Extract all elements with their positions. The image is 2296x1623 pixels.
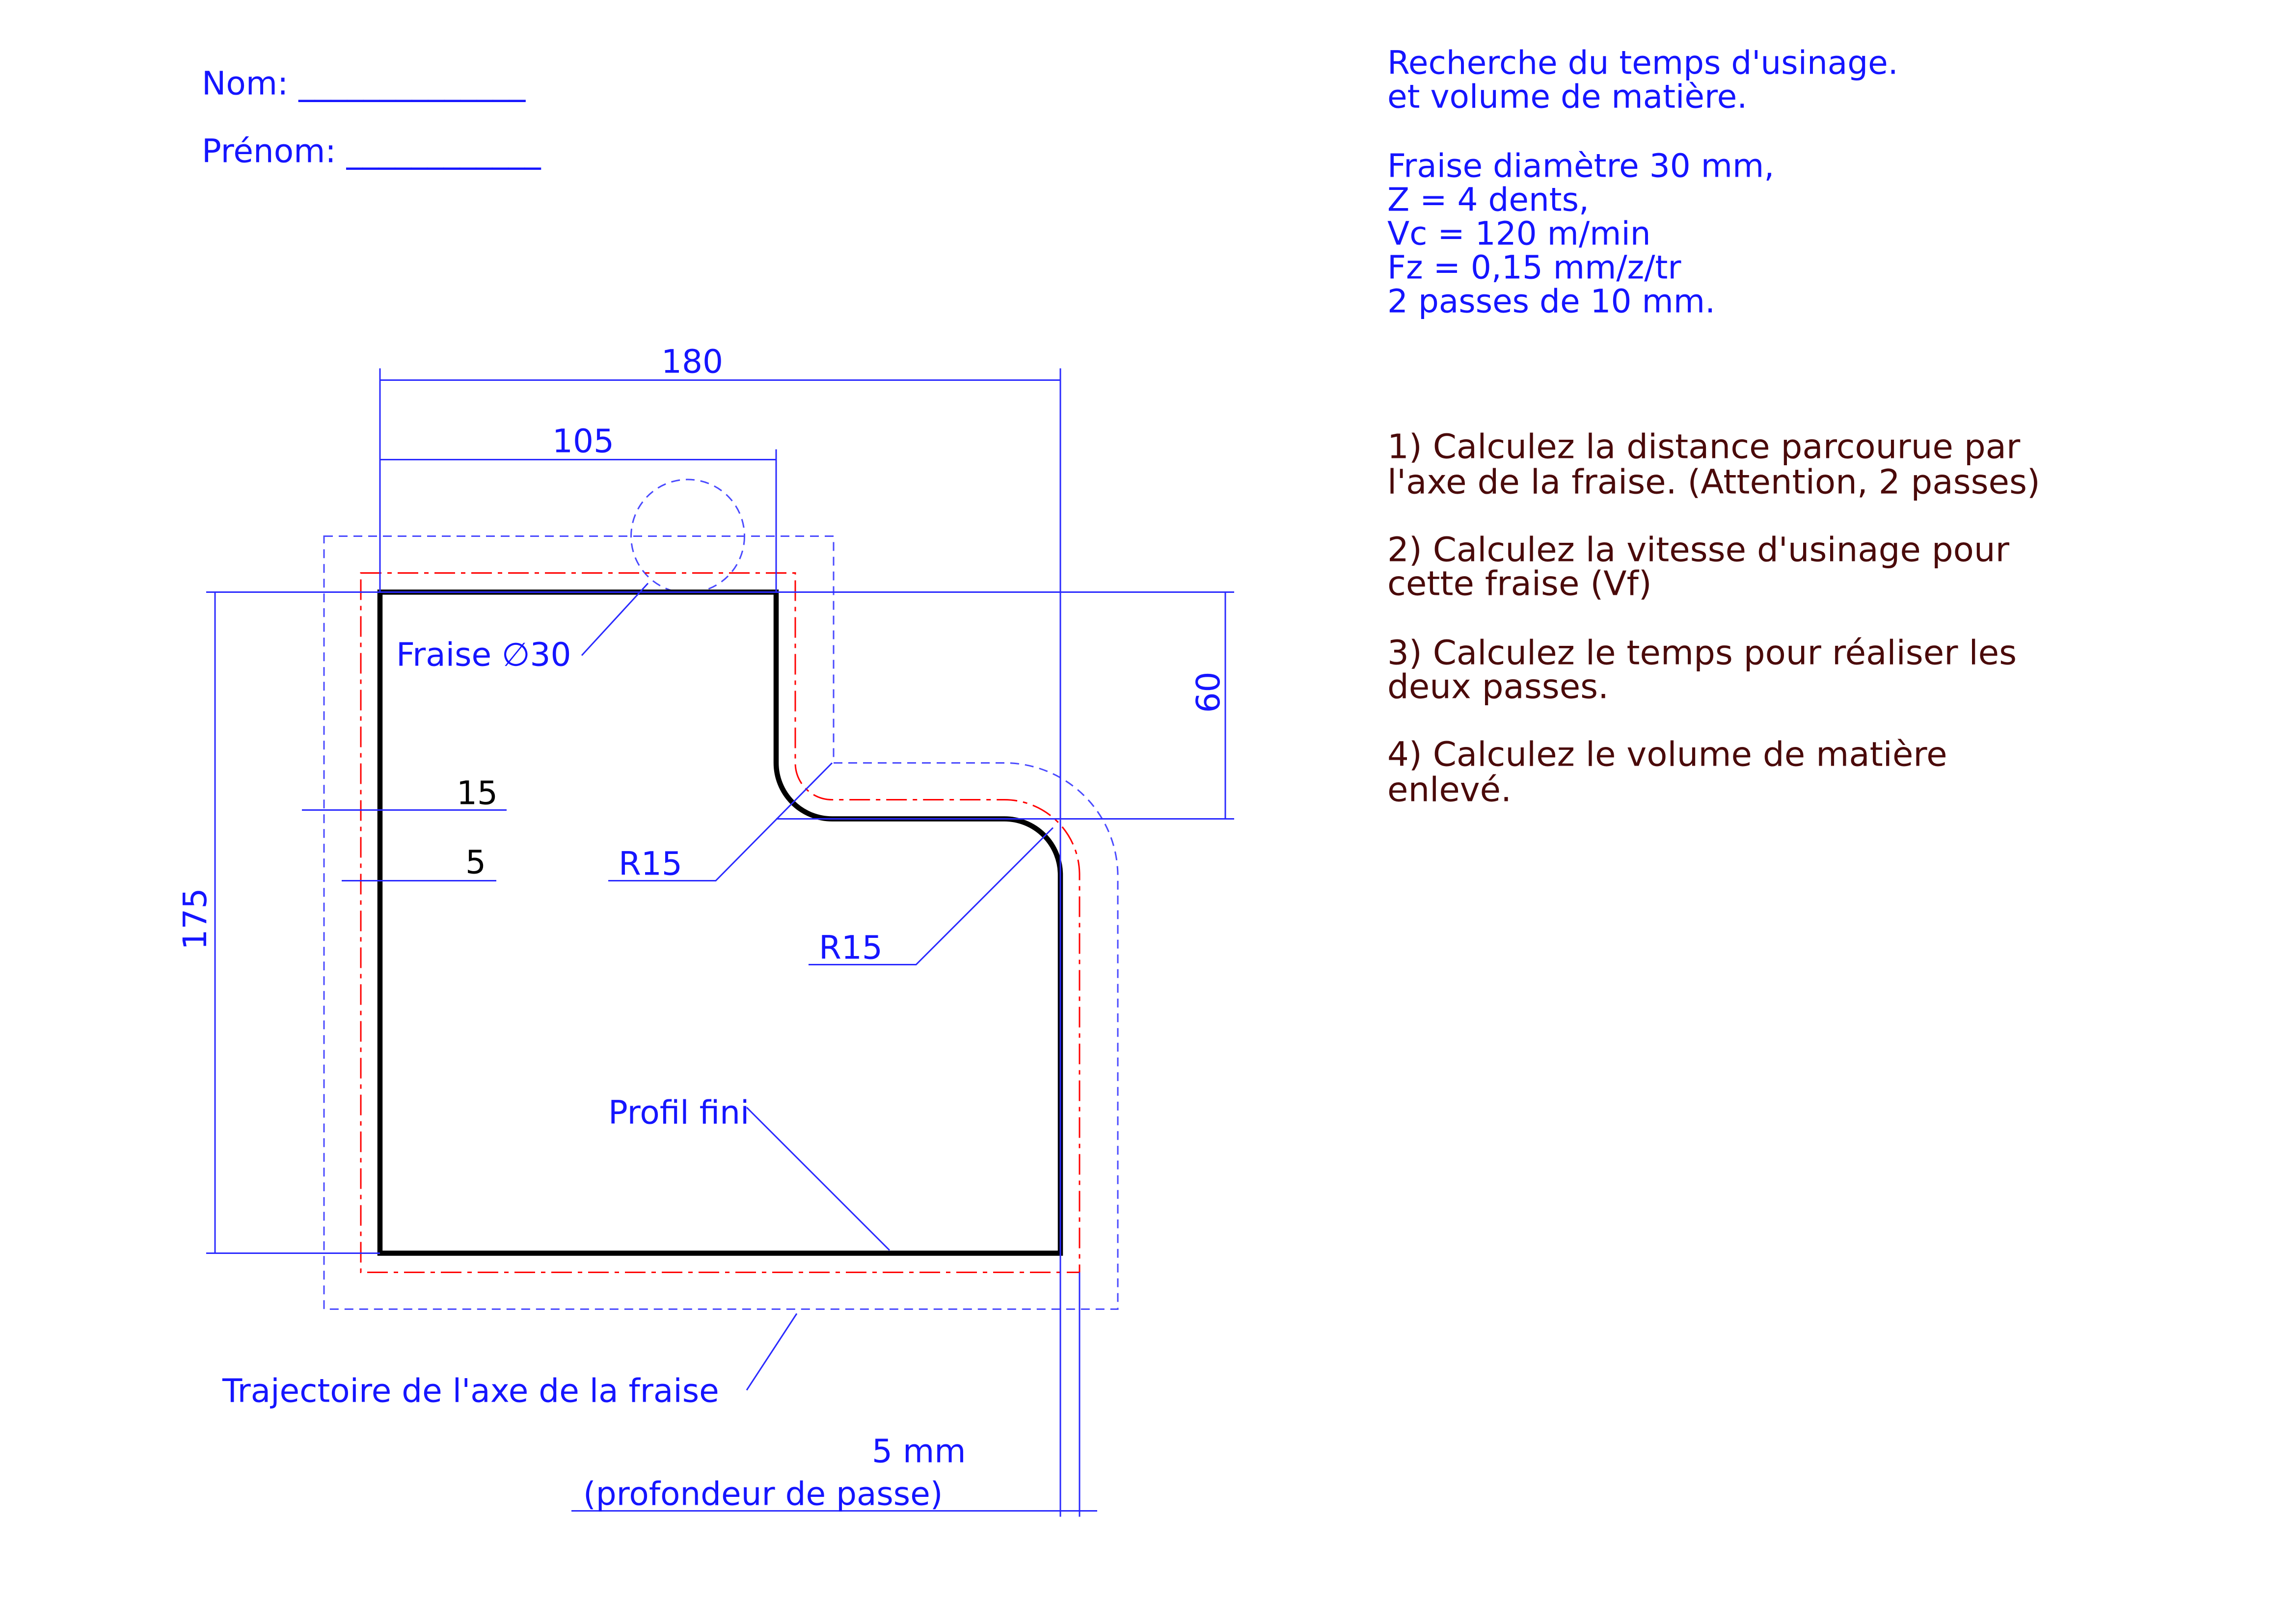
- depth-note: (profondeur de passe): [583, 1475, 943, 1513]
- dim-60: 60: [1189, 672, 1227, 713]
- dim-5: 5: [465, 844, 486, 881]
- dim-175: 175: [176, 888, 214, 950]
- tool-axis-path: [323, 535, 1119, 1310]
- prenom-field: Prénom: ____________: [202, 133, 541, 170]
- radius-label-1: R15: [619, 845, 682, 883]
- toolpath-label: Trajectoire de l'axe de la fraise: [222, 1372, 719, 1410]
- cutter-label: Fraise ∅30: [396, 636, 571, 674]
- question-3: 3) Calculez le temps pour réaliser les: [1387, 634, 2017, 673]
- question-4: enlevé.: [1387, 771, 1512, 810]
- pass-offset-path: [360, 572, 1080, 1273]
- intro-text: Recherche du temps d'usinage. et volume …: [1387, 44, 1898, 320]
- question-4: 4) Calculez le volume de matière: [1387, 735, 1947, 774]
- question-2: 2) Calculez la vitesse d'usinage pour: [1387, 531, 2010, 570]
- profile-label: Profil fini: [608, 1094, 749, 1132]
- question-1: 1) Calculez la distance parcourue par: [1387, 427, 2021, 467]
- radius-label-2: R15: [819, 929, 883, 967]
- nom-field: Nom: ______________: [202, 65, 526, 103]
- dimension-lines: [206, 368, 1234, 1517]
- questions: 1) Calculez la distance parcourue par l'…: [1387, 427, 2040, 810]
- dim-15: 15: [457, 774, 498, 812]
- depth-label: 5 mm: [872, 1433, 966, 1470]
- intro-line: Z = 4 dents,: [1387, 181, 1589, 219]
- question-3: deux passes.: [1387, 667, 1609, 707]
- intro-line: Fraise diamètre 30 mm,: [1387, 147, 1774, 185]
- intro-line: et volume de matière.: [1387, 78, 1747, 116]
- dim-105: 105: [552, 423, 614, 460]
- intro-line: Recherche du temps d'usinage.: [1387, 44, 1898, 82]
- intro-line: Fz = 0,15 mm/z/tr: [1387, 249, 1681, 287]
- dim-180: 180: [661, 343, 723, 381]
- question-2: cette fraise (Vf): [1387, 564, 1652, 604]
- intro-line: Vc = 120 m/min: [1387, 215, 1651, 253]
- question-1: l'axe de la fraise. (Attention, 2 passes…: [1387, 463, 2040, 502]
- intro-line: 2 passes de 10 mm.: [1387, 283, 1715, 320]
